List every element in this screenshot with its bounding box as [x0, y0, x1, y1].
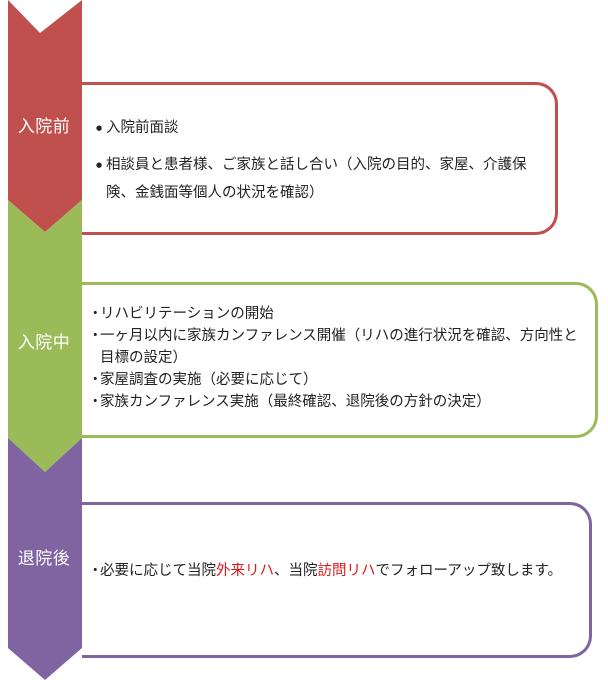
followup-text-2: 、当院 — [274, 563, 318, 579]
after-discharge-list: 必要に応じて当院外来リハ、当院訪問リハでフォローアップ致します。 — [88, 559, 580, 583]
list-item: 家族カンファレンス実施（最終確認、退院後の方針の決定） — [88, 391, 590, 413]
stage-label-during-admission: 入院中 — [17, 333, 71, 353]
list-item: 一ヶ月以内に家族カンファレンス開催（リハの進行状況を確認、方向性と目標の設定） — [88, 325, 590, 369]
before-admission-list: 入院前面談 相談員と患者様、ご家族と話し合い（入院の目的、家屋、介護保険、金銭面… — [96, 117, 542, 207]
followup-text-3: でフォローアップ致します。 — [375, 563, 562, 579]
card-after-discharge: 必要に応じて当院外来リハ、当院訪問リハでフォローアップ致します。 — [82, 502, 592, 658]
chevron-before-admission — [8, 0, 82, 232]
chevron-during-admission — [8, 200, 82, 472]
stage-label-after-discharge: 退院後 — [17, 549, 71, 569]
chevron-after-discharge — [8, 438, 82, 680]
during-admission-list: リハビリテーションの開始 一ヶ月以内に家族カンファレンス開催（リハの進行状況を確… — [88, 303, 590, 413]
card-before-admission: 入院前面談 相談員と患者様、ご家族と話し合い（入院の目的、家屋、介護保険、金銭面… — [82, 82, 558, 235]
card-during-admission: リハビリテーションの開始 一ヶ月以内に家族カンファレンス開催（リハの進行状況を確… — [82, 282, 598, 438]
list-item: 必要に応じて当院外来リハ、当院訪問リハでフォローアップ致します。 — [88, 559, 580, 583]
list-item: リハビリテーションの開始 — [88, 303, 590, 325]
followup-text-1: 必要に応じて当院 — [100, 563, 216, 579]
home-visit-rehab-highlight: 訪問リハ — [317, 563, 376, 579]
stage-label-before-admission: 入院前 — [17, 117, 71, 137]
list-item: 入院前面談 — [96, 117, 542, 139]
outpatient-rehab-highlight: 外来リハ — [216, 563, 274, 579]
list-item: 家屋調査の実施（必要に応じて） — [88, 369, 590, 391]
list-item: 相談員と患者様、ご家族と話し合い（入院の目的、家屋、介護保険、金銭面等個人の状況… — [96, 151, 542, 207]
